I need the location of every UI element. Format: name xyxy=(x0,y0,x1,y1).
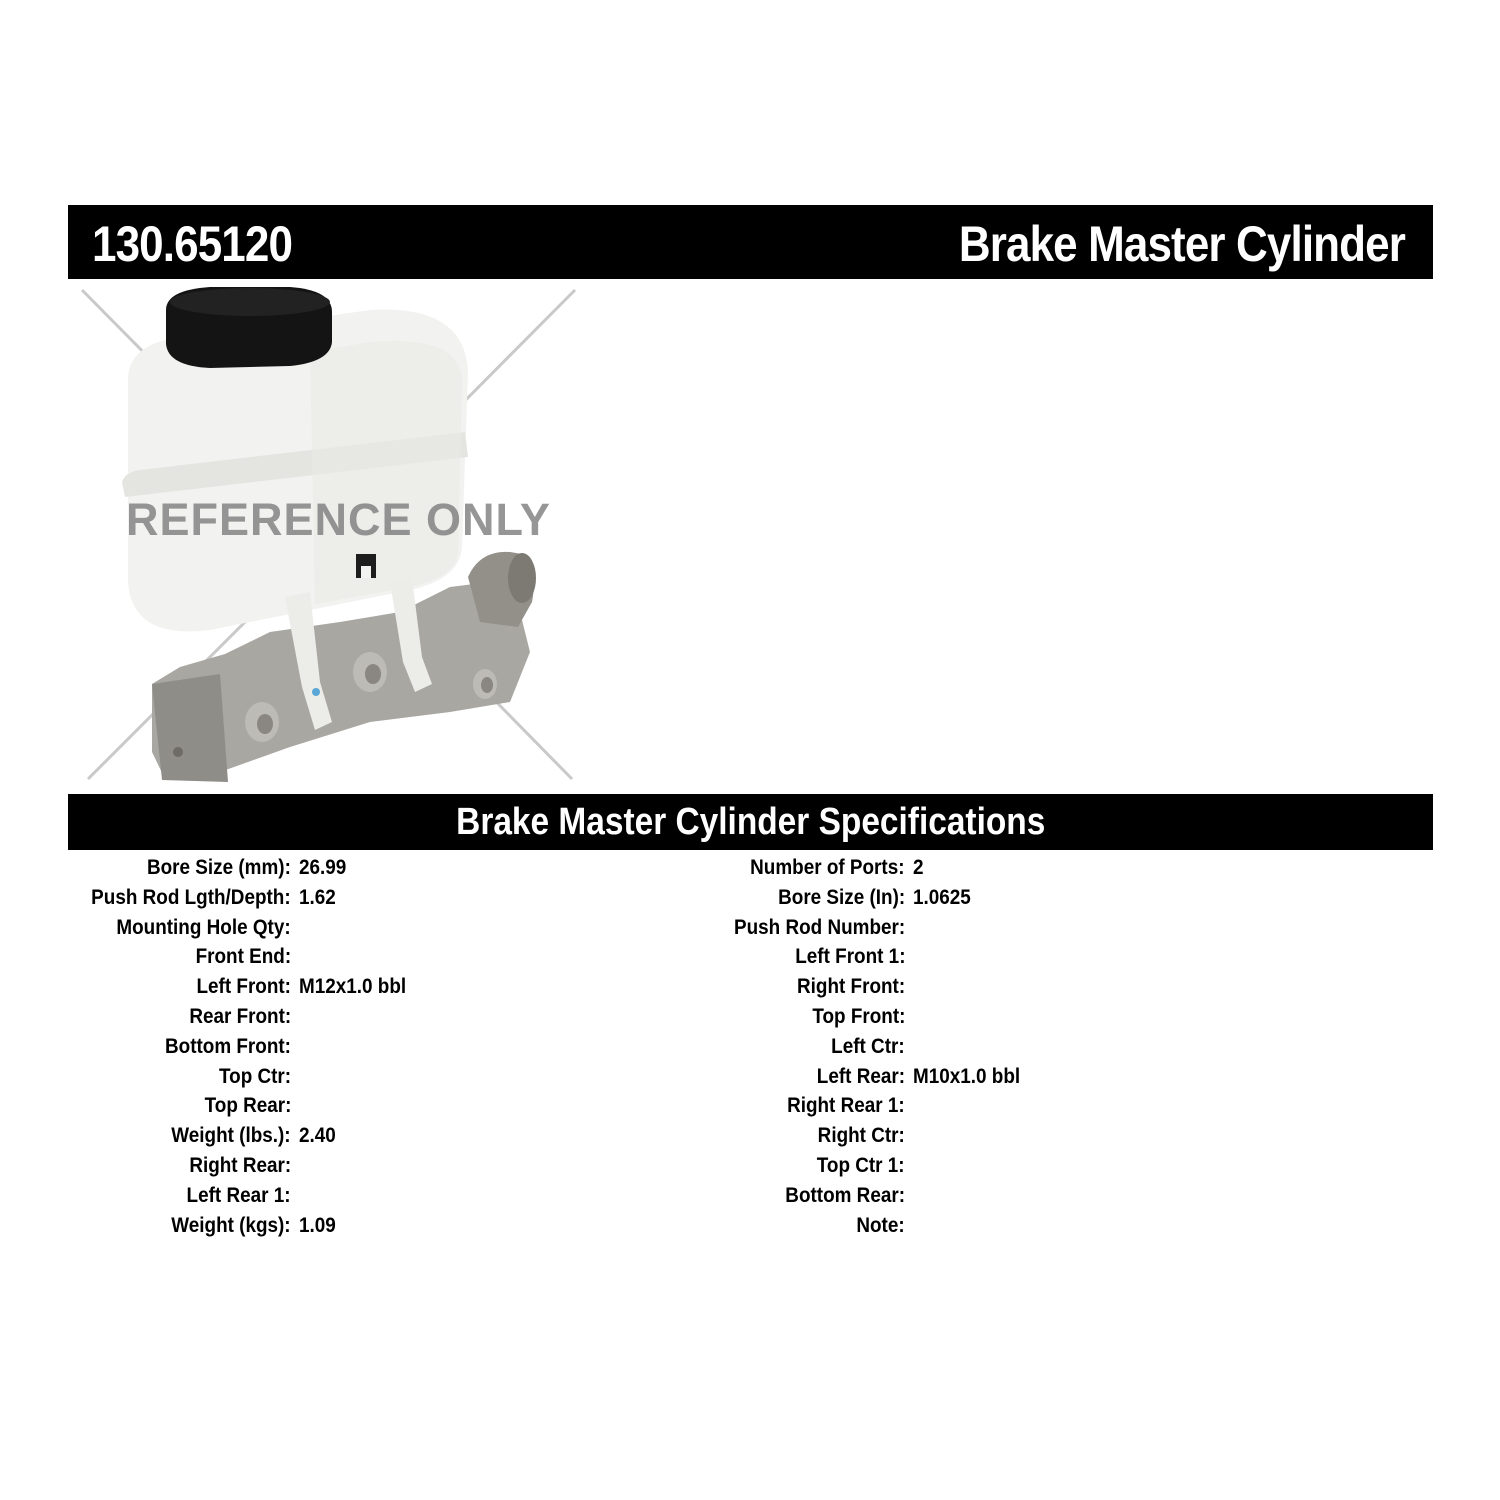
reference-only-watermark: REFERENCE ONLY xyxy=(126,494,551,545)
spec-row-front-end: Front End: xyxy=(0,942,291,972)
spec-row-top-front: Top Front: xyxy=(0,1002,905,1032)
spec-row-left-ctr: Left Ctr: xyxy=(0,1032,905,1062)
spec-row-push-rod-length: Push Rod Lgth/Depth: 1.62 xyxy=(0,883,336,913)
product-type: Brake Master Cylinder xyxy=(958,216,1406,272)
spec-label: Note: xyxy=(856,1213,905,1237)
spec-row-right-rear: Right Rear: xyxy=(0,1151,291,1181)
fluid-reservoir xyxy=(122,309,468,730)
spec-column-left: Bore Size (mm): 26.99 Push Rod Lgth/Depth… xyxy=(0,853,407,1241)
spec-label: Bore Size (In): xyxy=(777,885,905,909)
spec-label: Left Rear: xyxy=(816,1064,905,1088)
spec-value: 2.40 xyxy=(299,1124,336,1148)
spec-value: 1.09 xyxy=(299,1213,336,1237)
specifications-title: Brake Master Cylinder Specifications xyxy=(455,801,1046,843)
spec-label: Number of Ports: xyxy=(750,856,905,879)
spec-value: 2 xyxy=(913,856,924,879)
spec-row-push-rod-number: Push Rod Number: xyxy=(0,913,905,943)
spec-row-bore-size-in: Bore Size (In): 1.0625 xyxy=(0,883,971,913)
spec-label: Front End: xyxy=(195,945,291,969)
cylinder-body xyxy=(152,551,536,782)
spec-label: Weight (kgs): xyxy=(171,1213,291,1237)
spec-label: Right Rear: xyxy=(189,1153,291,1177)
spec-row-weight-kgs: Weight (kgs): 1.09 xyxy=(0,1211,336,1241)
specifications-banner: Brake Master Cylinder Specifications xyxy=(68,794,1433,850)
spec-label: Top Rear: xyxy=(204,1094,291,1118)
spec-label: Left Ctr: xyxy=(831,1034,905,1058)
spec-value: 1.0625 xyxy=(913,885,971,909)
spec-row-bore-size-mm: Bore Size (mm): 26.99 xyxy=(0,853,346,883)
spec-label: Mounting Hole Qty: xyxy=(116,915,291,939)
spec-row-mounting-hole-qty: Mounting Hole Qty: xyxy=(0,913,291,943)
part-number: 130.65120 xyxy=(92,216,293,272)
spec-label: Weight (lbs.): xyxy=(171,1124,291,1148)
title-banner: 130.65120 Brake Master Cylinder xyxy=(68,205,1433,279)
spec-value: 1.62 xyxy=(299,885,336,909)
spec-label: Right Rear 1: xyxy=(787,1094,905,1118)
spec-row-top-ctr-1: Top Ctr 1: xyxy=(0,1151,905,1181)
spec-label: Bottom Front: xyxy=(165,1034,291,1058)
spec-row-top-ctr: Top Ctr: xyxy=(0,1062,291,1092)
spec-value: 26.99 xyxy=(299,856,347,879)
spec-label: Top Front: xyxy=(811,1004,905,1028)
spec-label: Rear Front: xyxy=(189,1004,291,1028)
product-image xyxy=(70,282,590,792)
spec-label: Right Front: xyxy=(796,975,905,999)
spec-row-left-rear: Left Rear: M10x1.0 bbl xyxy=(0,1062,1020,1092)
spec-row-right-front: Right Front: xyxy=(0,972,905,1002)
spec-row-right-rear-1: Right Rear 1: xyxy=(0,1091,905,1121)
spec-label: Bore Size (mm): xyxy=(147,856,291,879)
spec-row-bottom-rear: Bottom Rear: xyxy=(0,1181,905,1211)
spec-value: M10x1.0 bbl xyxy=(913,1064,1021,1088)
spec-label: Top Ctr 1: xyxy=(817,1153,905,1177)
spec-row-weight-lbs: Weight (lbs.): 2.40 xyxy=(0,1121,336,1151)
spec-label: Right Ctr: xyxy=(817,1124,905,1148)
spec-row-note: Note: xyxy=(0,1211,905,1241)
spec-row-top-rear: Top Rear: xyxy=(0,1091,291,1121)
spec-label: Top Ctr: xyxy=(218,1064,291,1088)
spec-label: Push Rod Number: xyxy=(733,915,905,939)
reservoir-cap xyxy=(166,287,332,368)
spec-row-number-of-ports: Number of Ports: 2 xyxy=(0,853,924,883)
spec-label: Bottom Rear: xyxy=(785,1183,905,1207)
spec-label: Left Rear 1: xyxy=(187,1183,291,1207)
spec-label: Left Front: xyxy=(196,975,291,999)
spec-row-right-ctr: Right Ctr: xyxy=(0,1121,905,1151)
spec-value: M12x1.0 bbl xyxy=(299,975,407,999)
spec-column-right: Number of Ports:2 Bore Size (In):1.0625 … xyxy=(0,853,1020,1241)
spec-label: Push Rod Lgth/Depth: xyxy=(91,885,291,909)
spec-row-left-front: Left Front: M12x1.0 bbl xyxy=(0,972,407,1002)
spec-row-rear-front: Rear Front: xyxy=(0,1002,291,1032)
spec-row-bottom-front: Bottom Front: xyxy=(0,1032,291,1062)
spec-label: Left Front 1: xyxy=(794,945,905,969)
spec-row-left-front-1: Left Front 1: xyxy=(0,942,905,972)
spec-row-left-rear-1: Left Rear 1: xyxy=(0,1181,291,1211)
